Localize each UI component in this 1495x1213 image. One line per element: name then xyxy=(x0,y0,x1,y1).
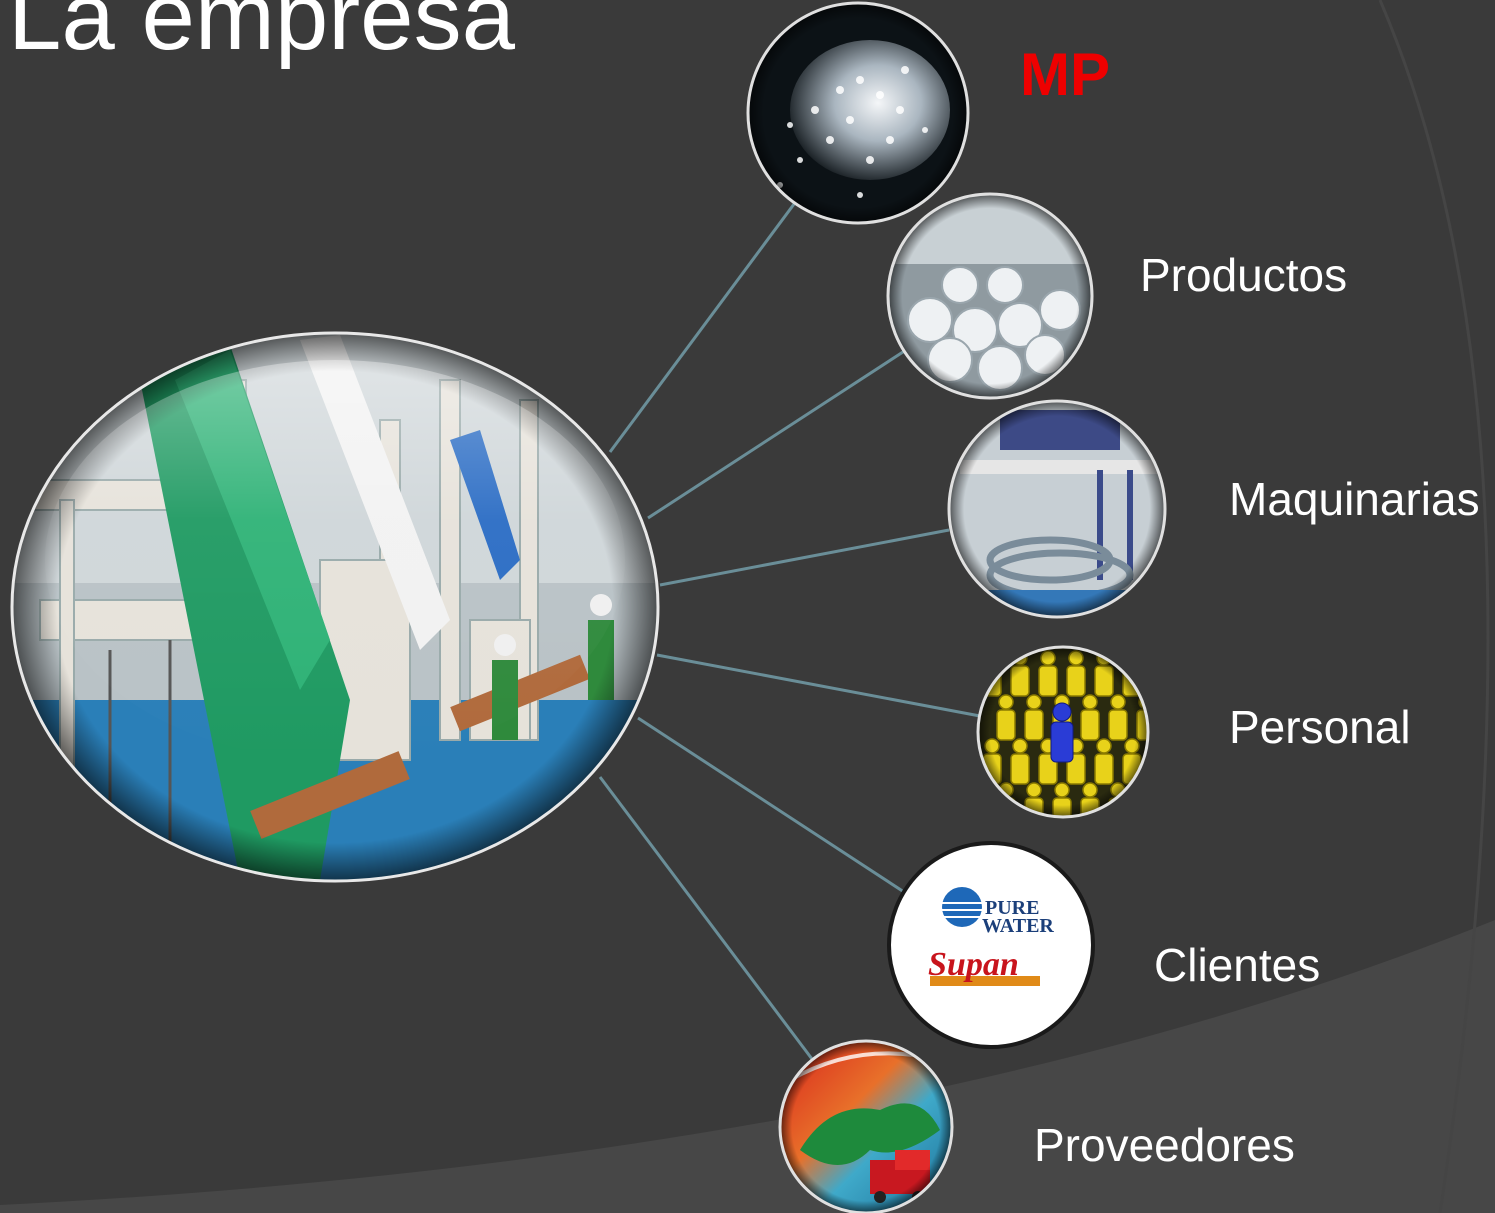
connector-personal xyxy=(656,653,981,718)
connector-clientes xyxy=(637,716,905,894)
background-arc xyxy=(1378,0,1490,1213)
connector-productos xyxy=(647,348,907,520)
node-clientes: PURE WATER Supan xyxy=(887,841,1095,1049)
label-proveedores: Proveedores xyxy=(1034,1119,1295,1171)
node-maquinarias xyxy=(947,399,1167,619)
label-productos: Productos xyxy=(1140,249,1348,301)
pure-water-logo xyxy=(942,887,982,927)
connector-lines xyxy=(598,195,981,1064)
background-swoosh xyxy=(0,920,1495,1213)
node-mp xyxy=(746,1,970,225)
connector-proveedores xyxy=(598,776,817,1064)
label-mp: MP xyxy=(1020,41,1110,108)
node-personal xyxy=(976,645,1150,819)
person-figure xyxy=(1136,782,1148,817)
factory-photo xyxy=(10,331,660,883)
connector-mp xyxy=(608,195,802,453)
label-clientes: Clientes xyxy=(1154,939,1321,991)
supan-logo: Supan xyxy=(928,946,1019,983)
connector-maquinarias xyxy=(659,528,950,587)
node-proveedores xyxy=(778,1039,954,1213)
pure-water-line1: PURE xyxy=(985,897,1039,919)
node-productos xyxy=(886,192,1094,400)
label-personal: Personal xyxy=(1229,701,1411,753)
pure-water-line2: WATER xyxy=(982,915,1054,937)
slide-title: La empresa xyxy=(8,0,515,70)
label-maquinarias: Maquinarias xyxy=(1229,473,1480,525)
